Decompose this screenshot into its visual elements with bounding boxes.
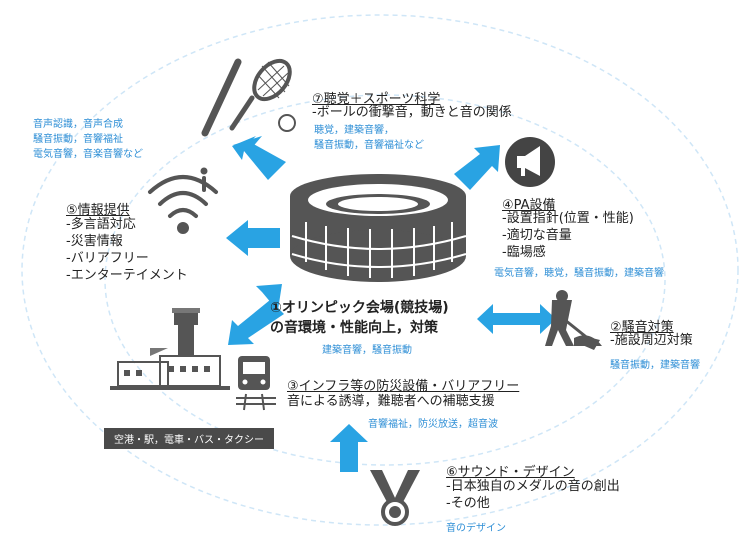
inner-ring [104, 94, 666, 466]
stadium-icon [290, 174, 467, 282]
arrow-to-airport [228, 284, 284, 345]
sports-field-1: 聴覚，建築音響， [314, 125, 394, 136]
arrow-to-pa [454, 145, 500, 190]
noise-line: -施設周辺対策 [610, 333, 693, 348]
info-field-3: 電気音響，音楽音響など [33, 149, 143, 160]
info-line-1: -多言語対応 [66, 217, 136, 232]
sound-line-2: -その他 [446, 496, 490, 511]
center-fields: 建築音響，騒音振動 [322, 345, 412, 356]
pa-title: ④PA設備 [502, 198, 556, 213]
info-line-2: -災害情報 [66, 234, 123, 249]
center-title-line2: の音環境・性能向上，対策 [270, 320, 438, 336]
arrow-from-sound [330, 424, 368, 472]
pa-line-3: -臨場感 [502, 245, 546, 260]
train-icon [236, 356, 276, 411]
pa-line-1: -設置指針(位置・性能) [502, 211, 634, 226]
wifi-icon [148, 167, 218, 234]
infra-title: ③インフラ等の防災設備・バリアフリー [287, 379, 520, 394]
center-title-line1: ①オリンピック会場(競技場) [270, 300, 449, 316]
sound-fields: 音のデザイン [446, 523, 506, 534]
infra-line: 音による誘導，難聴者への補聴支援 [287, 394, 495, 409]
megaphone-icon [505, 137, 555, 187]
arrow-to-info [226, 220, 280, 256]
sports-field-2: 騒音振動，音響福祉など [314, 140, 424, 151]
arrow-to-sports [232, 136, 286, 180]
sound-line-1: -日本独自のメダルの音の創出 [446, 479, 620, 494]
transport-banner: 空港・駅，電車・バス・タクシー [104, 428, 274, 449]
noise-fields: 騒音振動，建築音響 [610, 360, 700, 371]
info-field-2: 騒音振動，音響福祉 [33, 134, 123, 145]
bat-racket-icon [201, 58, 296, 137]
infra-fields: 音響福祉，防災放送，超音波 [368, 419, 498, 430]
sports-title: ⑦聴覚＋スポーツ科学 [312, 92, 441, 107]
worker-icon [545, 290, 602, 350]
info-line-4: -エンターテイメント [66, 268, 188, 283]
noise-title: ②騒音対策 [610, 320, 674, 335]
sound-title: ⑥サウンド・デザイン [446, 465, 575, 480]
info-line-3: -バリアフリー [66, 251, 149, 266]
outer-ring [21, 14, 739, 526]
pa-line-2: -適切な音量 [502, 228, 572, 243]
arrows [226, 136, 556, 472]
sports-line: -ボールの衝撃音，動きと音の関係 [312, 105, 512, 120]
arrow-to-noise [477, 304, 556, 334]
info-field-1: 音声認識，音声合成 [33, 119, 123, 130]
info-title: ⑤情報提供 [66, 203, 130, 218]
pa-fields: 電気音響，聴覚，騒音振動，建築音響 [494, 268, 664, 279]
medal-icon [370, 470, 420, 526]
airport-icon [110, 308, 230, 390]
